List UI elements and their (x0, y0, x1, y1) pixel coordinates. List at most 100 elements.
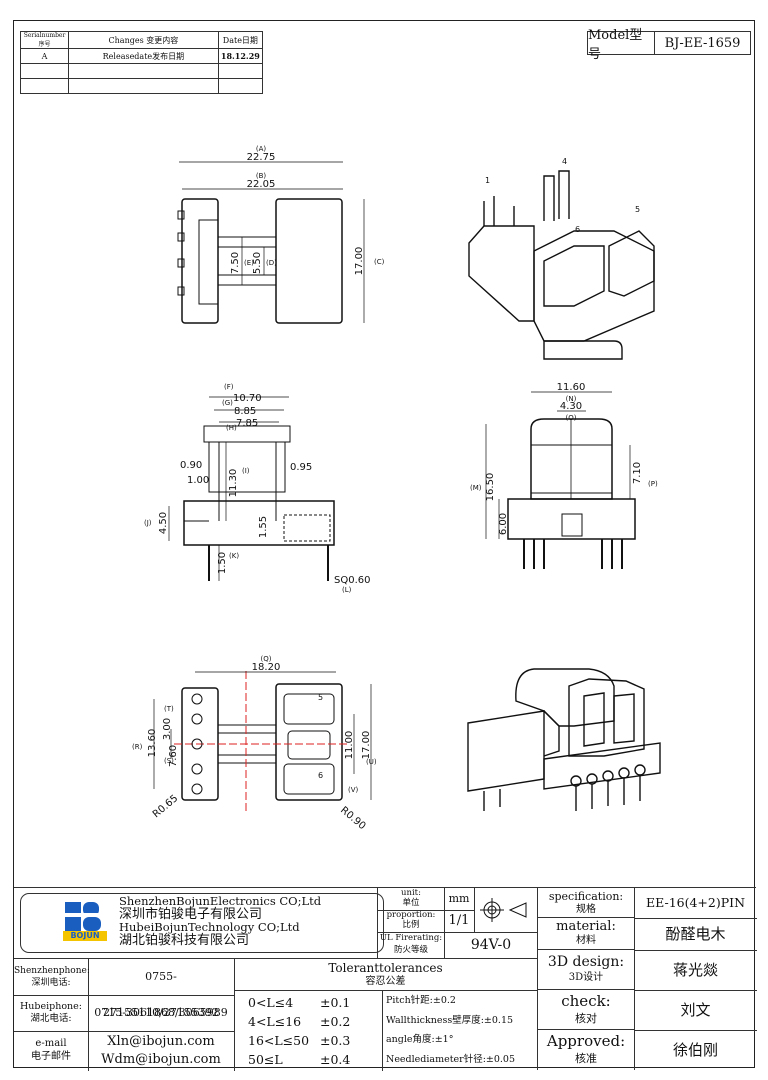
dim-label-O: (O) (566, 414, 577, 422)
iso2-windows (583, 692, 635, 747)
projection-icon (480, 898, 527, 922)
rev-empty-cell (217, 78, 264, 94)
bojun-logo: BOJUN (63, 900, 107, 942)
dim-label-J: (J) (144, 519, 152, 527)
title-block: unit: 单位 mm proportion: 比例 1/1 UL Firera… (14, 887, 757, 1071)
fire-label: UL Firerating: (379, 933, 443, 943)
dim-label-D: (D) (266, 259, 277, 267)
dim-label-H: (H) (226, 424, 237, 432)
dim-label-V: (V) (348, 786, 359, 794)
hb-phone-label-cell: Hubeiphone: 湖北电话: (14, 1001, 88, 1025)
iso-pins-1 (483, 196, 515, 226)
dim-value-U: 17.00 (361, 731, 372, 760)
dim-value-P: 7.10 (632, 462, 643, 484)
iso2-pins (570, 764, 646, 811)
bottom-pin (191, 693, 203, 705)
tolerance-title: Toleranttolerances (328, 961, 443, 975)
tolerance-range: 50≤L (248, 1052, 283, 1067)
bottom-window-bottom (283, 763, 335, 795)
top-pin (177, 286, 185, 296)
iso-view-top: 1 4 5 6 (468, 157, 655, 360)
tolerance-values: ±0.1 ±0.2 ±0.3 ±0.4 (320, 993, 380, 1069)
dim-value-S: 7.60 (168, 745, 179, 767)
dim-label-E: (E) (244, 259, 254, 267)
approved-value: 徐伯刚 (672, 1041, 718, 1059)
dim-value-H: 7.85 (236, 418, 258, 429)
bottom-pin-label-5: 5 (318, 693, 323, 702)
dim-value-A: 22.75 (247, 152, 276, 163)
design-label-cn: 3D设计 (568, 972, 604, 983)
hb-phone-label-cn: 湖北电话: (30, 1013, 72, 1024)
unit-label-cell: unit: 单位 (378, 888, 445, 911)
company-en-2: HubeiBojunTechnology CO;Ltd (119, 920, 300, 934)
dim-value-O: 4.30 (560, 401, 582, 412)
front-base-cavity (283, 514, 331, 542)
check-value: 刘文 (634, 990, 757, 1031)
projection-symbol (474, 888, 538, 933)
dim-value-V: 11.00 (344, 731, 355, 760)
spec-labels (538, 888, 635, 1070)
unit-value: mm (444, 888, 475, 911)
tolerance-value: ±0.1 (320, 995, 351, 1010)
check-label-cell: check: 核对 (538, 990, 634, 1030)
hb-phone-label: Hubeiphone: (19, 1001, 82, 1012)
dim-label-U: (U) (366, 758, 377, 766)
side-center-tab (561, 513, 583, 537)
email-link-2[interactable]: Wdm@ibojun.com (101, 1052, 221, 1067)
fire-label-cell: UL Firerating: 防火等级 (378, 932, 445, 958)
spec-label-cn: 规格 (576, 904, 596, 915)
logo-text: BOJUN (63, 931, 107, 941)
spec-label-cell: specification: 规格 (538, 888, 634, 918)
revision-table: Serialnumber序号 Changes 变更内容 Date日期 A Rel… (19, 31, 264, 94)
dim-value-F: 10.70 (233, 393, 262, 404)
top-pin (177, 210, 185, 220)
dim-label-M: (M) (470, 484, 482, 492)
general-tolerances: Pitch针距:±0.2 Wallthickness壁厚度:±0.15 angl… (384, 991, 537, 1071)
dim-value-L: SQ0.60 (334, 575, 370, 586)
sz-phone-label-cell: Shenzhenphone: 深圳电话: (14, 965, 90, 989)
bottom-view: (Q) 18.20 (R) 13.60 (T) 3.00 (S) 7.60 11… (132, 655, 377, 832)
dim-label-C: (C) (374, 258, 385, 266)
approved-label-cell: Approved: 核准 (538, 1030, 634, 1070)
dim-label-A: (A) (256, 145, 267, 153)
needle-tolerance: Needlediameter针径:±0.05 (386, 1053, 516, 1065)
dim-label-S: (S) (164, 757, 174, 765)
company-cn-1: 深圳市铂骏电子有限公司 (119, 907, 263, 922)
email-link-1[interactable]: Xln@ibojun.com (107, 1034, 215, 1049)
company-cn-2: 湖北铂骏科技有限公司 (119, 933, 250, 948)
dim-value-R: 13.60 (147, 729, 158, 758)
tolerance-value: ±0.2 (320, 1014, 351, 1029)
dim-value-090: 0.90 (180, 460, 202, 471)
dim-value-M: 16.50 (485, 473, 496, 502)
check-label-cn: 核对 (575, 1012, 597, 1025)
email-label: e-mail (35, 1038, 67, 1049)
dim-label-I: (I) (242, 467, 250, 475)
dim-label-Q: (Q) (261, 655, 272, 663)
front-body (208, 441, 286, 493)
iso2-base (543, 742, 661, 790)
iso-pin-label-6: 6 (575, 225, 580, 234)
dim-value-R090: R0.90 (338, 805, 367, 832)
sz-phone-label: Shenzhenphone: (14, 966, 90, 976)
bottom-pin-label-6: 6 (318, 771, 323, 780)
approved-label: Approved: (546, 1032, 626, 1050)
iso-left-flange (468, 225, 535, 322)
contact-value-column (88, 959, 235, 1071)
iso-pin-label-1: 1 (485, 176, 490, 185)
iso-right-flange (533, 230, 655, 342)
design-value: 蒋光燚 (634, 950, 757, 991)
top-pin (177, 258, 185, 268)
proportion-label-cell: proportion: 比例 (378, 910, 445, 933)
dim-value-Q: 18.20 (252, 662, 281, 673)
top-core-window (198, 219, 219, 305)
dim-label-K: (K) (229, 552, 239, 560)
iso2-core-side (543, 710, 560, 757)
company-names: ShenzhenBojunElectronics CO;Ltd 深圳市铂骏电子有… (119, 895, 321, 948)
dim-value-E: 7.50 (230, 252, 241, 274)
iso-window-1 (543, 245, 605, 307)
iso2-right-flange (568, 678, 645, 757)
dim-value-T: 3.00 (162, 718, 173, 740)
dim-value-100: 1.00 (187, 475, 209, 486)
dim-label-P: (P) (648, 480, 658, 488)
dim-label-B: (B) (256, 172, 267, 180)
